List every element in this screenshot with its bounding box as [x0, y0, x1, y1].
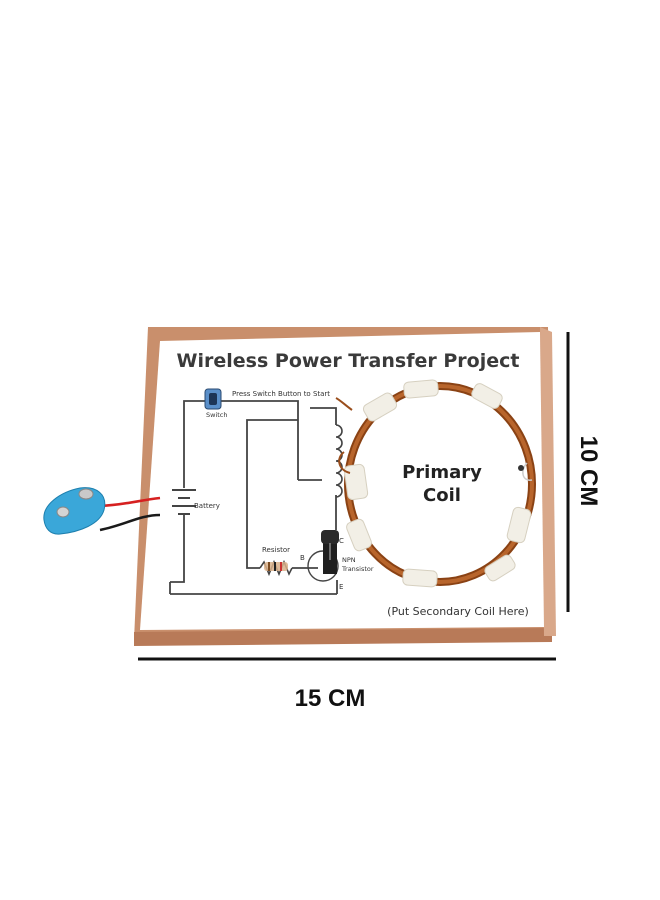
battery-label: Battery [194, 502, 220, 510]
secondary-coil-note: (Put Secondary Coil Here) [387, 605, 529, 618]
board-title: Wireless Power Transfer Project [177, 350, 520, 372]
inductor-symbol [335, 424, 343, 498]
npn-transistor [307, 530, 339, 582]
switch-label: Switch [206, 411, 228, 419]
transistor-label-2: Transistor [341, 565, 374, 573]
switch-instruction: Press Switch Button to Start [232, 390, 330, 398]
width-dimension-label: 15 CM [295, 685, 366, 712]
primary-coil-label: Primary [402, 462, 482, 483]
transistor-label: NPN [342, 556, 356, 564]
primary-coil-label-2: Coil [423, 485, 461, 506]
emitter-label: E [339, 583, 343, 591]
collector-label: C [339, 537, 344, 545]
battery-clip [43, 487, 161, 535]
battery-symbol [172, 489, 196, 515]
primary-coil [335, 379, 536, 588]
resistor [259, 559, 293, 577]
resistor-label: Resistor [262, 546, 290, 554]
base-label: B [300, 554, 305, 562]
height-dimension-label: 10 CM [575, 436, 602, 507]
circuit-schematic [169, 400, 338, 595]
push-switch[interactable] [204, 388, 222, 410]
